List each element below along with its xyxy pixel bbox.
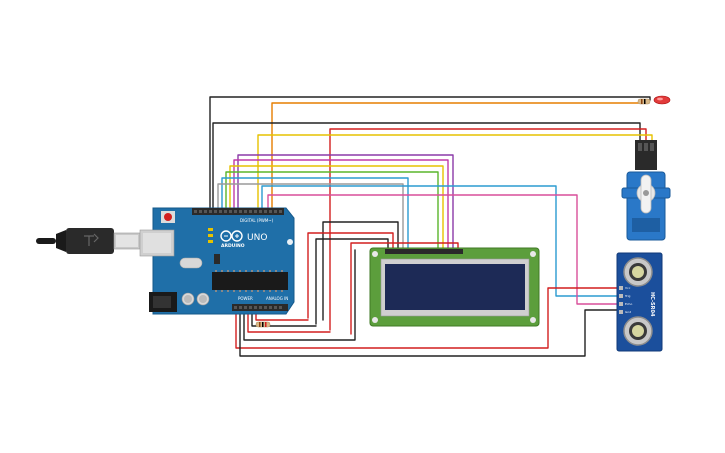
wire-red-bottom-2[interactable] bbox=[247, 309, 331, 333]
ultrasonic-sensor[interactable]: Vcc Trig Echo Gnd HC-SR04 bbox=[616, 252, 663, 352]
wire-gray-lcd[interactable] bbox=[217, 183, 404, 249]
usb-plug bbox=[66, 228, 114, 254]
sensor-pin-echo: Echo bbox=[625, 302, 632, 306]
wires bbox=[209, 96, 653, 357]
lcd-display[interactable] bbox=[369, 247, 540, 327]
wire-red-lcd-1[interactable] bbox=[307, 232, 394, 319]
microcontroller-chip bbox=[212, 272, 288, 290]
wire-yellow-lcd[interactable] bbox=[229, 165, 444, 249]
brand-label: ARDUINO bbox=[221, 243, 245, 249]
wire-purple-lcd[interactable] bbox=[237, 154, 454, 249]
wire-green-lcd[interactable] bbox=[225, 171, 439, 249]
digital-header bbox=[192, 208, 284, 215]
wire-black-bottom-3[interactable] bbox=[251, 309, 317, 327]
usb-icon bbox=[84, 233, 99, 246]
sensor-pin-gnd: Gnd bbox=[625, 310, 631, 314]
model-label: UNO bbox=[247, 233, 267, 243]
arduino-uno-board[interactable]: DIGITAL (PWM~) ARDUINO UNO POWER ANALOG bbox=[139, 207, 295, 315]
wire-orange-led[interactable] bbox=[271, 102, 641, 211]
wire-magenta-lcd[interactable] bbox=[233, 159, 449, 249]
sensor-model-label: HC-SR04 bbox=[649, 292, 655, 317]
analog-label: ANALOG IN bbox=[266, 296, 288, 301]
wire-black-bottom-1[interactable] bbox=[239, 309, 621, 357]
crystal bbox=[179, 257, 203, 269]
wire-cyan-sensor[interactable] bbox=[221, 177, 409, 249]
usb-cable[interactable] bbox=[36, 228, 141, 254]
wire-black-bottom-2[interactable] bbox=[243, 249, 356, 341]
arduino-logo-icon bbox=[220, 230, 243, 242]
wire-black-servo[interactable] bbox=[212, 122, 641, 211]
led-component[interactable] bbox=[637, 95, 671, 105]
sensor-pin-vcc: Vcc bbox=[625, 286, 631, 290]
wire-black-led[interactable] bbox=[209, 96, 651, 211]
sensor-pin-trig: Trig bbox=[624, 294, 630, 298]
wire-red-lcd-3[interactable] bbox=[350, 242, 459, 335]
wire-red-bottom-1[interactable] bbox=[235, 287, 621, 349]
digital-label: DIGITAL (PWM~) bbox=[240, 218, 274, 223]
wire-pink-echo[interactable] bbox=[267, 194, 621, 305]
lcd-screen bbox=[385, 264, 525, 310]
lcd-pin-header bbox=[385, 249, 463, 254]
wire-black-lcd-top[interactable] bbox=[322, 221, 399, 321]
power-label: POWER bbox=[238, 296, 253, 301]
servo-motor[interactable] bbox=[621, 140, 671, 241]
reset-button-icon bbox=[164, 213, 172, 221]
resistor[interactable] bbox=[255, 321, 271, 328]
